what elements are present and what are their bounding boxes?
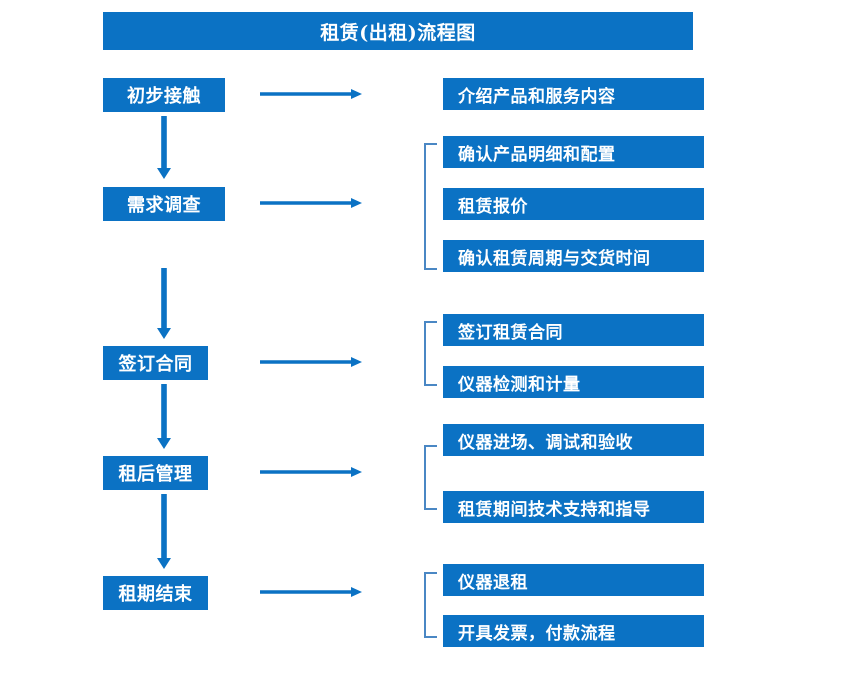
detail-box-5-2[interactable]: 开具发票，付款流程	[443, 615, 704, 647]
diagram-title: 租赁(出租)流程图	[103, 12, 693, 50]
right-arrow-icon-3	[260, 357, 362, 367]
group-bracket-3	[424, 321, 438, 386]
group-bracket-4	[424, 445, 438, 510]
stage-box-4[interactable]: 租后管理	[103, 456, 208, 490]
stage-box-1[interactable]: 初步接触	[103, 78, 225, 112]
down-arrow-icon-2	[157, 268, 171, 339]
detail-box-4-1[interactable]: 仪器进场、调试和验收	[443, 424, 704, 456]
detail-box-1-1[interactable]: 介绍产品和服务内容	[443, 78, 704, 110]
detail-box-3-1[interactable]: 签订租赁合同	[443, 314, 704, 346]
detail-box-4-2[interactable]: 租赁期间技术支持和指导	[443, 491, 704, 523]
stage-box-3[interactable]: 签订合同	[103, 346, 208, 380]
detail-box-5-1[interactable]: 仪器退租	[443, 564, 704, 596]
detail-box-2-3[interactable]: 确认租赁周期与交货时间	[443, 240, 704, 272]
stage-box-2[interactable]: 需求调查	[103, 187, 225, 221]
detail-box-3-2[interactable]: 仪器检测和计量	[443, 366, 704, 398]
stage-box-5[interactable]: 租期结束	[103, 576, 208, 610]
group-bracket-2	[424, 143, 438, 270]
right-arrow-icon-5	[260, 587, 362, 597]
down-arrow-icon-1	[157, 116, 171, 179]
right-arrow-icon-4	[260, 467, 362, 477]
detail-box-2-1[interactable]: 确认产品明细和配置	[443, 136, 704, 168]
right-arrow-icon-1	[260, 89, 362, 99]
detail-box-2-2[interactable]: 租赁报价	[443, 188, 704, 220]
down-arrow-icon-3	[157, 384, 171, 449]
down-arrow-icon-4	[157, 494, 171, 569]
right-arrow-icon-2	[260, 198, 362, 208]
group-bracket-5	[424, 572, 438, 638]
